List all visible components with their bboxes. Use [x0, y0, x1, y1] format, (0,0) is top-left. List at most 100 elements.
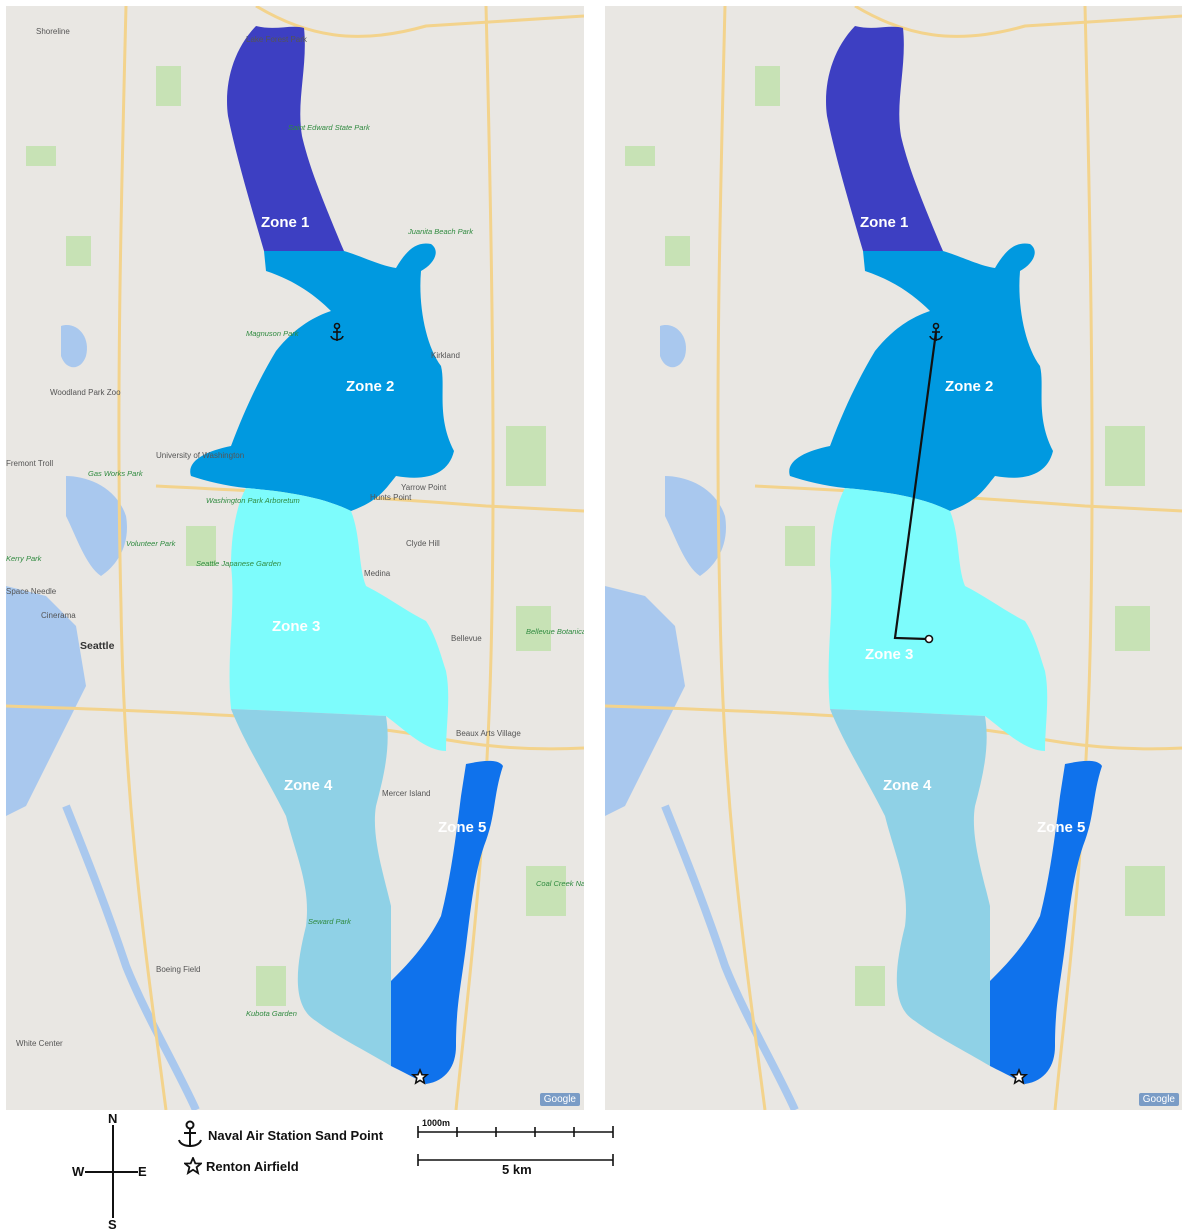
zone-label-3: Zone 3 — [865, 646, 913, 663]
anchor-icon — [929, 322, 943, 341]
star-icon — [184, 1157, 202, 1175]
zone-3 — [229, 488, 449, 751]
star-icon — [410, 1067, 430, 1085]
place-university: University of Washington — [156, 451, 244, 460]
zone-2 — [190, 243, 454, 511]
park-2 — [156, 66, 181, 106]
place-saint-edward: Saint Edward State Park — [288, 123, 371, 132]
place-magnuson: Magnuson Park — [246, 329, 300, 338]
place-hunts-point: Hunts Point — [370, 493, 412, 502]
place-bellevue-botanical: Bellevue Botanical Garden — [526, 627, 584, 636]
place-space-needle: Space Needle — [6, 587, 57, 596]
lake-union — [66, 476, 127, 576]
lake-union — [665, 476, 726, 576]
place-fremont: Fremont Troll — [6, 459, 53, 468]
place-kerry-park: Kerry Park — [6, 554, 43, 563]
highway-522 — [255, 6, 584, 38]
place-volunteer: Volunteer Park — [126, 539, 177, 548]
place-boeing: Boeing Field — [156, 965, 200, 974]
compass: N S E W — [70, 1111, 160, 1232]
zone-label-2: Zone 2 — [346, 378, 394, 395]
place-coal-creek: Coal Creek Natural Area — [536, 879, 584, 888]
place-japanese: Seattle Japanese Garden — [196, 559, 281, 568]
anchor-icon — [330, 322, 344, 341]
place-kirkland: Kirkland — [431, 351, 460, 360]
park-1 — [26, 146, 56, 166]
zone-label-2: Zone 2 — [945, 378, 993, 395]
map-left-canvas: Zone 1 Zone 2 Zone 3 Zone 4 Zone 5 Shore… — [6, 6, 584, 1110]
place-beaux-arts: Beaux Arts Village — [456, 729, 521, 738]
zone-label-5: Zone 5 — [1037, 819, 1085, 836]
park-8 — [66, 236, 91, 266]
park-7 — [256, 966, 286, 1006]
google-logo: Google — [1138, 1093, 1179, 1106]
map-right-canvas: Zone 1 Zone 2 Zone 3 Zone 4 Zone 5 — [605, 6, 1182, 1110]
place-white-center: White Center — [16, 1039, 63, 1048]
green-lake — [660, 325, 686, 368]
green-lake — [61, 325, 87, 368]
place-shoreline: Shoreline — [36, 27, 70, 36]
zone-label-4: Zone 4 — [284, 777, 333, 794]
compass-e: E — [138, 1164, 147, 1179]
anchor-icon — [178, 1120, 202, 1147]
park-8 — [665, 236, 690, 266]
zone-label-1: Zone 1 — [261, 214, 309, 231]
puget-sound — [6, 586, 86, 816]
compass-cross — [85, 1125, 138, 1218]
map-left[interactable]: Zone 1 Zone 2 Zone 3 Zone 4 Zone 5 Shore… — [6, 6, 584, 1110]
zone-1 — [826, 26, 943, 251]
flight-path-end — [924, 634, 934, 644]
zone-2 — [789, 243, 1053, 511]
zone-1 — [227, 26, 344, 251]
park-5 — [186, 526, 216, 566]
scale-bar-lines — [417, 1126, 614, 1166]
highway-i5 — [716, 6, 767, 1110]
star-icon — [1009, 1067, 1029, 1085]
compass-n: N — [108, 1111, 118, 1126]
highway-522 — [854, 6, 1182, 38]
park-2 — [755, 66, 780, 106]
place-juanita: Juanita Beach Park — [407, 227, 474, 236]
duwamish-river — [661, 804, 799, 1110]
place-lake-forest-park: Lake Forest Park — [246, 35, 308, 44]
puget-sound — [605, 586, 685, 816]
highway-i405 — [1053, 6, 1094, 1110]
park-3 — [506, 426, 546, 486]
zone-label-3: Zone 3 — [272, 618, 320, 635]
legend-anchor-label: Naval Air Station Sand Point — [208, 1127, 384, 1143]
scale-label-small: 1000m — [422, 1118, 451, 1128]
compass-s: S — [108, 1217, 117, 1232]
place-yarrow-point: Yarrow Point — [401, 483, 447, 492]
zone-5 — [990, 760, 1102, 1084]
place-seattle: Seattle — [80, 640, 115, 652]
zone-label-5: Zone 5 — [438, 819, 486, 836]
place-bellevue: Bellevue — [451, 634, 482, 643]
place-mercer-island: Mercer Island — [382, 789, 430, 798]
place-seward: Seward Park — [308, 917, 352, 926]
compass-w: W — [72, 1164, 85, 1179]
map-right[interactable]: Zone 1 Zone 2 Zone 3 Zone 4 Zone 5 Googl… — [605, 6, 1182, 1110]
flight-path — [893, 331, 938, 641]
scale-bar: 1000m 5 km — [416, 1118, 616, 1178]
zone-label-4: Zone 4 — [883, 777, 932, 794]
park-6 — [1125, 866, 1165, 916]
zone-5 — [391, 760, 503, 1084]
park-4 — [516, 606, 551, 651]
place-woodland: Woodland Park Zoo — [50, 388, 121, 397]
park-5 — [785, 526, 815, 566]
park-6 — [526, 866, 566, 916]
place-gas-works: Gas Works Park — [88, 469, 144, 478]
place-arboretum: Washington Park Arboretum — [206, 496, 300, 505]
zone-4 — [231, 709, 391, 1066]
zone-4 — [830, 709, 990, 1066]
park-3 — [1105, 426, 1145, 486]
highway-i405 — [454, 6, 495, 1110]
zone-3 — [828, 488, 1048, 751]
highway-i5 — [117, 6, 168, 1110]
park-1 — [625, 146, 655, 166]
legend-anchor: Naval Air Station Sand Point — [176, 1120, 383, 1150]
duwamish-river — [62, 804, 200, 1110]
place-cinerama: Cinerama — [41, 611, 76, 620]
google-logo: Google — [539, 1093, 580, 1106]
park-4 — [1115, 606, 1150, 651]
